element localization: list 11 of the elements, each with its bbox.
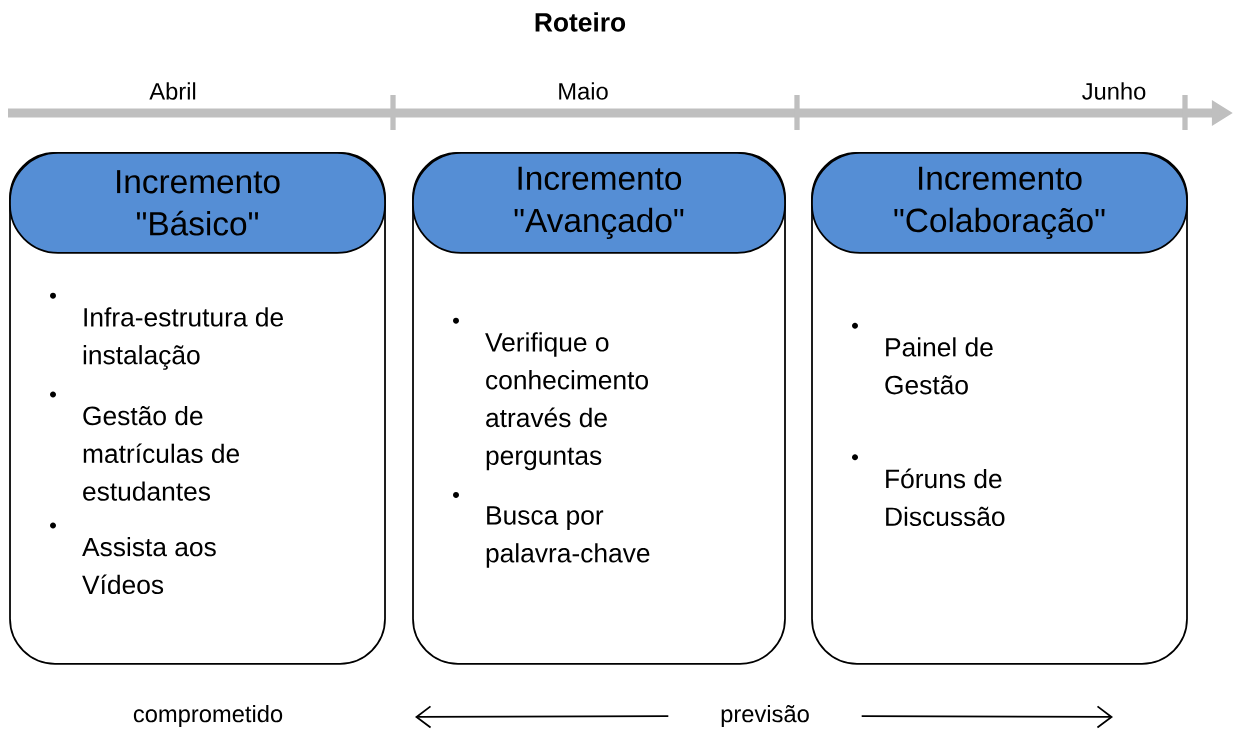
caption-text: previsão (721, 704, 809, 728)
increment-header: Incremento "Colaboração" (811, 152, 1188, 254)
increment-header: Incremento "Avançado" (412, 152, 786, 254)
title: Roteiro (535, 12, 626, 32)
arrow (415, 705, 670, 729)
increment-header: Incremento "Básico" (9, 152, 386, 254)
status-label: comprometido (133, 704, 283, 728)
month-label: Junho (1082, 82, 1146, 100)
month-label: Maio (559, 82, 608, 100)
month-label: Abril (149, 82, 196, 100)
arrow (860, 705, 1113, 729)
